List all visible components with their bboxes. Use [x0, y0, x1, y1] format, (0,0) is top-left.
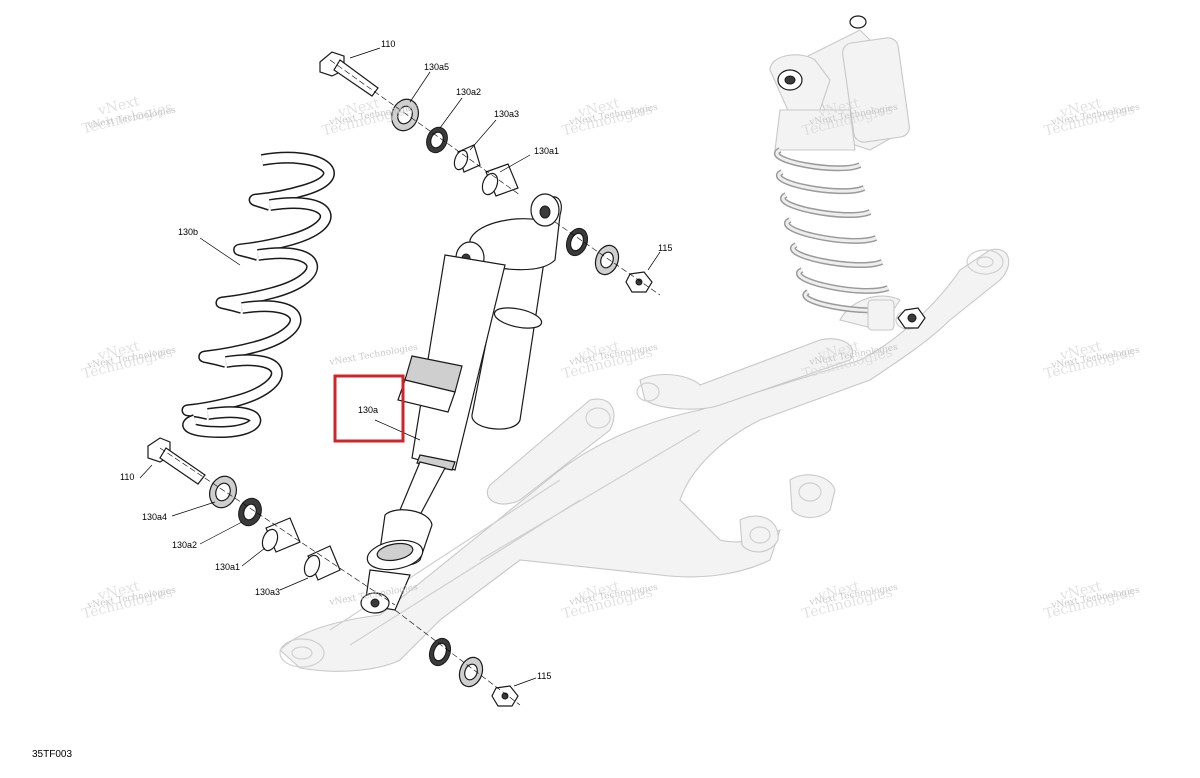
bushing-130a3-top — [453, 144, 481, 173]
callout-130a1-top: 130a1 — [534, 146, 559, 156]
top-hardware-stack: 110 130a5 130a2 130a3 130a1 — [319, 39, 559, 197]
coil-spring-130b: 130b — [178, 151, 335, 439]
top-right-nut-stack: 115 — [554, 221, 672, 296]
callout-130a4: 130a4 — [142, 512, 167, 522]
ghost-shock-spring-coils — [773, 147, 893, 314]
callout-130a: 130a — [358, 405, 378, 415]
callout-130b: 130b — [178, 227, 198, 237]
bushing-130a3-bottom — [303, 545, 341, 581]
bottom-right-nut-stack: 115 — [394, 609, 551, 707]
ring-130a2-top — [426, 126, 448, 154]
callout-130a3-top: 130a3 — [494, 109, 519, 119]
shock-absorber-130a — [360, 193, 562, 614]
spring-coils — [181, 151, 335, 439]
sleeve-130a1-bottom — [261, 517, 301, 553]
figure-code: 35TF003 — [32, 749, 72, 760]
callout-130a2-bottom: 130a2 — [172, 540, 197, 550]
bottom-hardware-stack: 110 130a4 130a2 130a1 130a3 — [120, 437, 396, 606]
sleeve-130a1-top — [481, 163, 519, 197]
callout-115-bottom: 115 — [537, 671, 551, 681]
bolt-110-bottom — [147, 437, 206, 485]
ring-130a2-bottom — [238, 497, 262, 527]
callout-110-top: 110 — [381, 39, 395, 49]
watermark-small: vNext Technologies — [328, 343, 419, 369]
callout-130a1-bottom: 130a1 — [215, 562, 240, 572]
callout-115-top: 115 — [658, 243, 672, 253]
bolt-110-top — [319, 51, 379, 97]
callout-130a3-bottom: 130a3 — [255, 587, 280, 597]
washer-130a5 — [391, 98, 419, 132]
highlight-box-130a — [333, 374, 405, 443]
ghosted-installed-shock — [769, 15, 926, 331]
callout-130a2-top: 130a2 — [456, 87, 481, 97]
callout-130a5: 130a5 — [424, 62, 449, 72]
callout-110-bottom: 110 — [120, 472, 134, 482]
washer-130a4 — [209, 475, 237, 509]
